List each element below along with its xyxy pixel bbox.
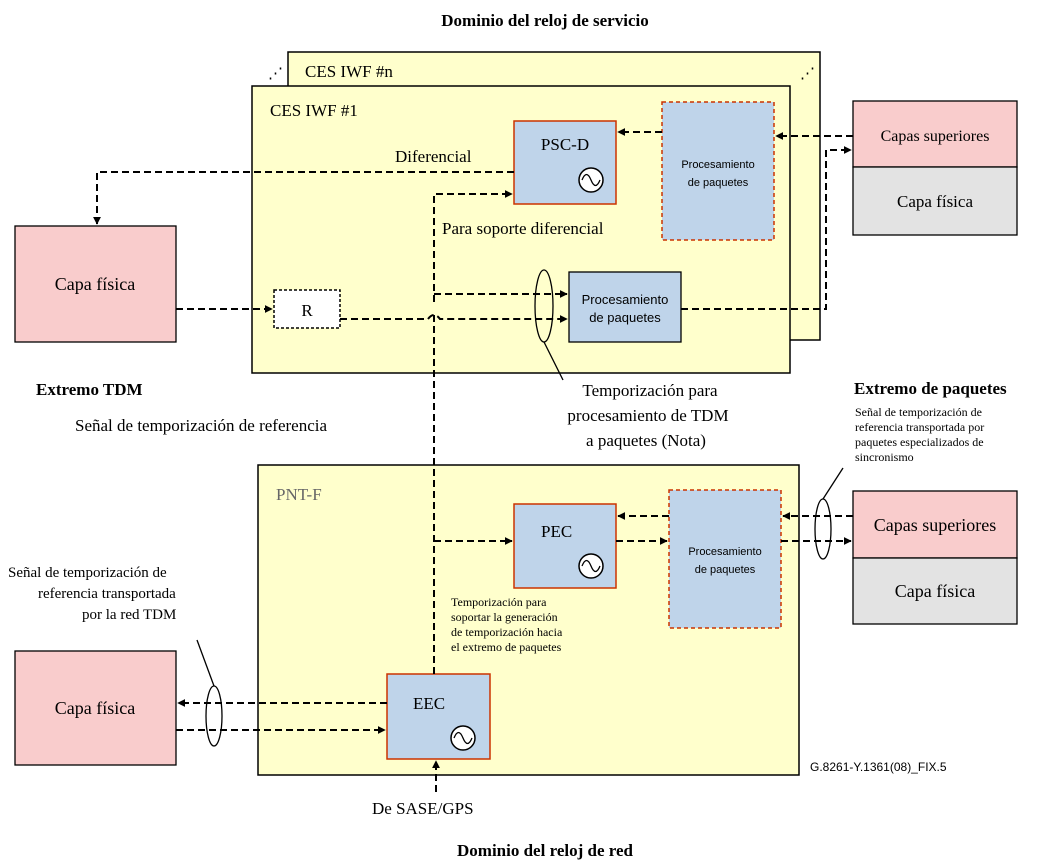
right-top-phys-label: Capa física [897,192,973,211]
left-top-phys: Capa física [14,225,177,343]
para-soporte-label: Para soporte diferencial [442,219,604,238]
senal-tdm-1: Señal de temporización de [8,565,167,581]
senal-paquetes-1: Señal de temporización de [855,405,982,419]
temporizacion-tdm-3: a paquetes (Nota) [586,431,706,450]
right-top-stack: Capas superiores Capa física [852,100,1018,236]
left-top-phys-label: Capa física [55,274,135,294]
leader-senal-paquetes [822,467,844,500]
temporizacion-gen-3: de temporización hacia [451,625,563,639]
title-service-clock-domain: Dominio del reloj de servicio [441,11,648,30]
arrow-ref-to-pscd-b [433,190,513,302]
left-bottom-phys-label: Capa física [55,698,135,718]
senal-paquetes-3: paquetes especializados de [855,435,984,449]
right-bottom-upper-label: Capas superiores [874,515,996,535]
psc-d-block: PSC-D [513,120,617,205]
ces-iwf-1-label: CES IWF #1 [270,101,358,120]
ellipse-tdm-ref [205,685,223,747]
temporizacion-gen-1: Temporización para [451,595,547,609]
connectors [93,128,853,792]
right-bottom-phys-label: Capa física [895,581,975,601]
extremo-tdm-label: Extremo TDM [36,380,143,399]
r-block: R [273,289,341,329]
extremo-paquetes-label: Extremo de paquetes [854,379,1007,398]
pec-block: PEC [513,503,617,589]
left-bottom-phys: Capa física [14,650,177,766]
senal-ref-label: Señal de temporización de referencia [75,416,327,435]
right-top-upper-label: Capas superiores [881,128,990,145]
figure-id: G.8261-Y.1361(08)_FIX.5 [810,760,947,774]
packet-processing-bottom: Procesamiento de paquetes [668,489,782,629]
senal-paquetes-2: referencia transportada por [855,420,984,434]
packet-processing-top: Procesamiento de paquetes [661,101,775,241]
oscillator-icon [450,725,476,751]
pec-label: PEC [541,522,572,541]
temporizacion-gen-2: soportar la generación [451,610,558,624]
ellipse-packet-ref [814,498,832,560]
de-sase-label: De SASE/GPS [372,799,474,818]
pnt-f-label: PNT-F [276,485,322,504]
proc-bottom-line2: de paquetes [695,564,756,576]
r-label: R [301,301,313,320]
eec-block: EEC [386,673,491,760]
arrow-r-to-proc-mid [340,314,568,323]
proc-top-line1: Procesamiento [681,159,754,171]
temporizacion-gen-4: el extremo de paquetes [451,640,562,654]
oscillator-icon [578,167,604,193]
senal-tdm-2: referencia transportada [38,586,176,602]
diferencial-label: Diferencial [395,147,472,166]
ces-iwf-n-label: CES IWF #n [305,62,393,81]
oscillator-icon [578,553,604,579]
proc-bottom-line1: Procesamiento [688,546,761,558]
arrow-proc-mid-to-capas [681,146,852,310]
temporizacion-tdm-2: procesamiento de TDM [567,406,728,425]
right-bottom-stack: Capas superiores Capa física [852,490,1018,625]
title-network-clock-domain: Dominio del reloj de red [457,841,634,860]
proc-mid-line1: Procesamiento [582,292,669,307]
ellipse-markers [196,269,844,747]
leader-temporizacion-tdm [543,341,564,381]
ellipsis-left: ⋰ [268,66,283,82]
proc-top-line2: de paquetes [688,177,749,189]
temporizacion-tdm-1: Temporización para [582,381,718,400]
leader-senal-tdm [196,639,215,687]
ellipsis-right: ⋰ [800,66,815,82]
arrow-pscd-to-left-phys [93,171,514,225]
packet-processing-mid: Procesamiento de paquetes [568,271,682,343]
psc-d-label: PSC-D [541,135,589,154]
eec-label: EEC [413,694,445,713]
proc-mid-line2: de paquetes [589,310,661,325]
senal-paquetes-4: sincronismo [855,450,914,464]
senal-tdm-3: por la red TDM [82,607,176,623]
